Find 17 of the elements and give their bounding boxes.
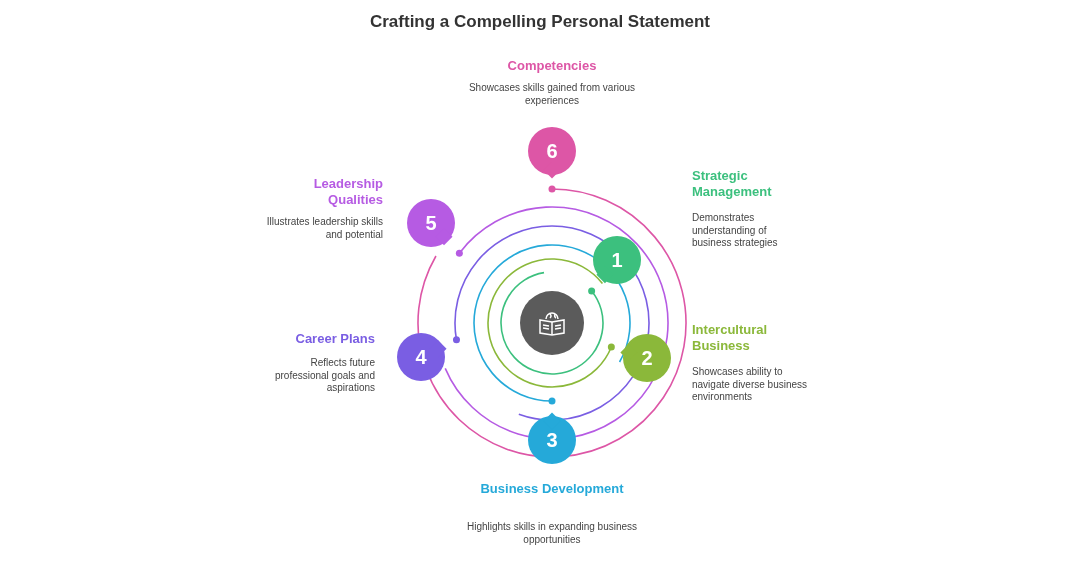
step-heading: Leadership Qualities bbox=[312, 176, 383, 208]
step-heading: Business Development bbox=[479, 481, 625, 497]
step-heading: Strategic Management bbox=[692, 168, 773, 200]
step-heading: Career Plans bbox=[294, 331, 375, 347]
number-badge: 5 bbox=[407, 199, 455, 247]
number-badge: 1 bbox=[593, 236, 641, 284]
number-badge: 2 bbox=[623, 334, 671, 382]
step-description: Showcases skills gained from various experiences bbox=[467, 82, 637, 107]
number-badge: 4 bbox=[397, 333, 445, 381]
step-description: Demonstrates understanding of business strategies bbox=[692, 212, 779, 250]
step-heading: Competencies bbox=[506, 58, 598, 74]
step-description: Highlights skills in expanding business opportunities bbox=[465, 521, 639, 546]
step-heading: Intercultural Business bbox=[692, 322, 769, 354]
step-description: Showcases ability to navigate diverse business environments bbox=[692, 366, 809, 404]
title: Crafting a Compelling Personal Statement bbox=[368, 12, 712, 32]
step-description: Illustrates leadership skills and potential bbox=[265, 216, 383, 241]
step-description: Reflects future professional goals and aspirations bbox=[273, 357, 375, 395]
